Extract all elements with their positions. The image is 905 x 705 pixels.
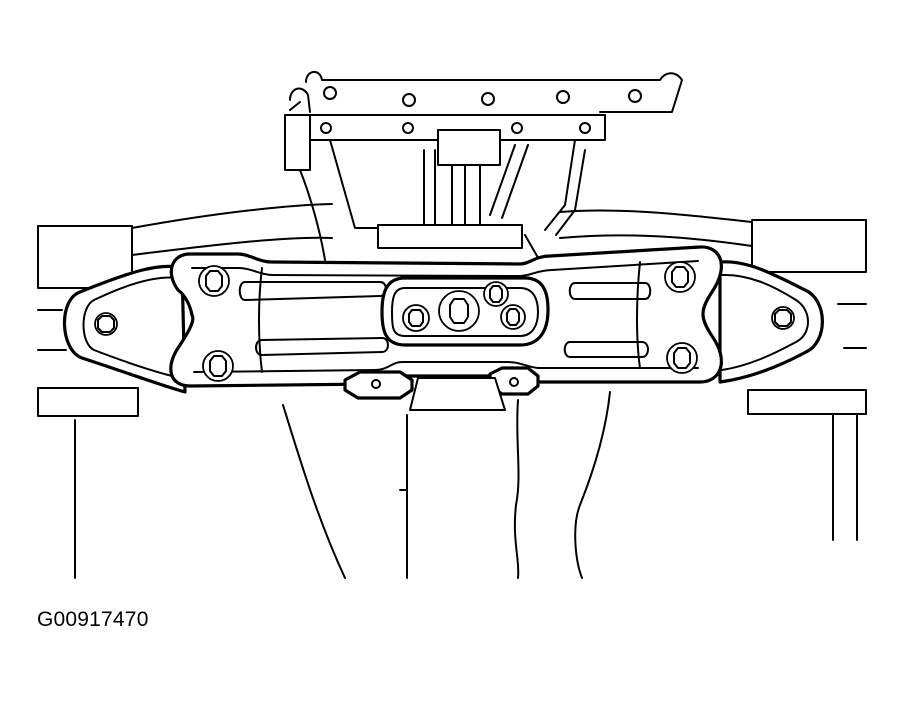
right-end-bracket: [718, 260, 824, 384]
frame-rails: [37, 203, 867, 417]
bolt-lower-right: [666, 342, 698, 374]
left-end-bracket: [62, 264, 187, 394]
transmission-housing: [74, 391, 858, 579]
bolt-upper-right: [664, 261, 696, 293]
bolt-center-upper-right: [483, 281, 509, 307]
bolt-upper-left: [198, 265, 230, 297]
crossmember: [169, 245, 723, 411]
engine-oil-pan: [284, 71, 683, 271]
bolt-center-left: [402, 304, 430, 332]
bolt-center-right: [500, 304, 526, 330]
bolt-lower-left: [202, 350, 234, 382]
figure-code-label: G00917470: [37, 608, 149, 631]
bolt-center: [438, 290, 480, 332]
